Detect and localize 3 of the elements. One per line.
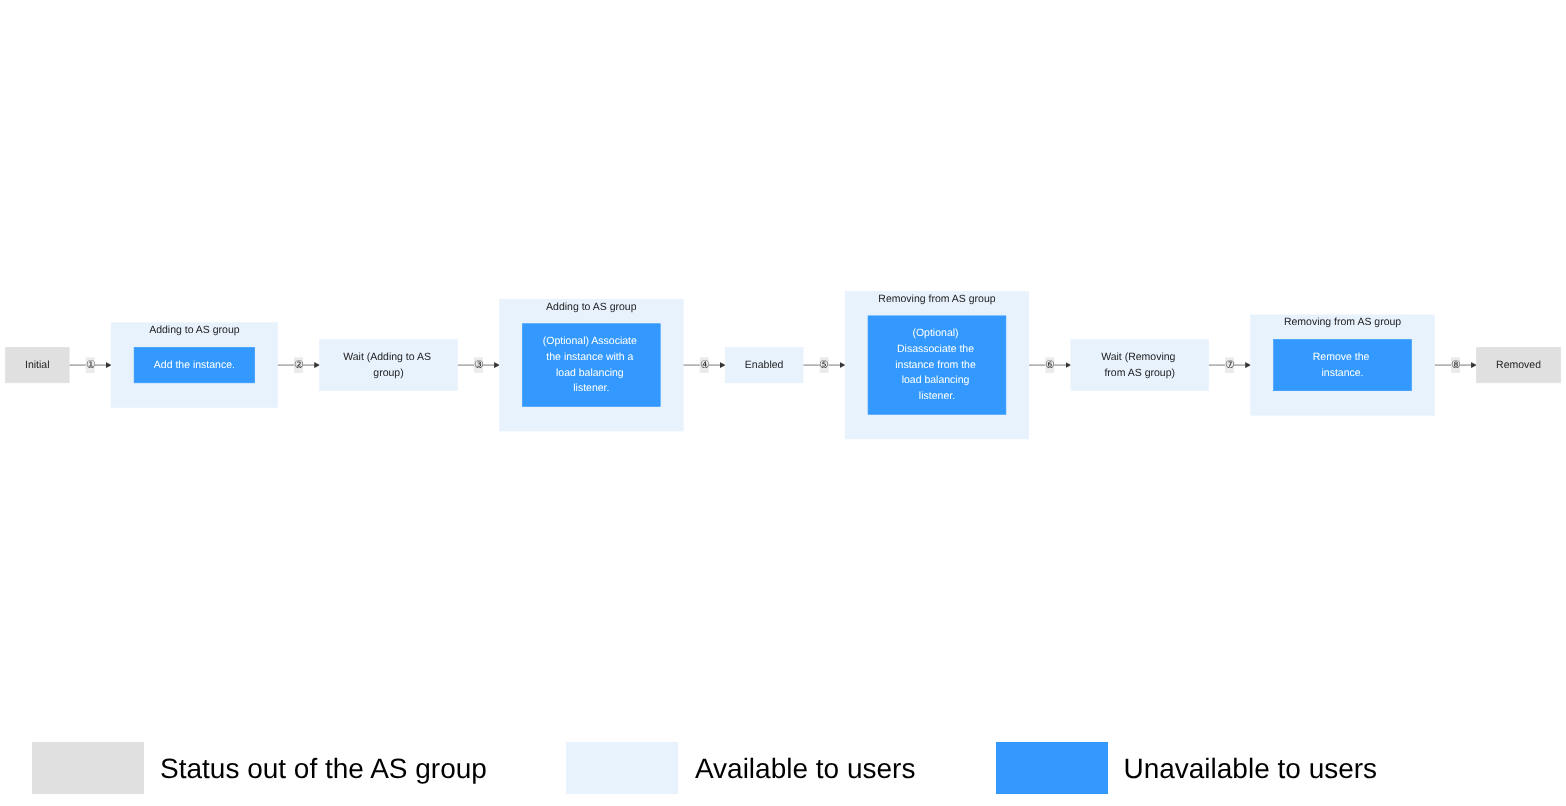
legend-text: Available to users bbox=[694, 752, 916, 784]
legend-text: Unavailable to users bbox=[1123, 752, 1378, 784]
legend-text: Status out of the AS group bbox=[160, 752, 487, 784]
